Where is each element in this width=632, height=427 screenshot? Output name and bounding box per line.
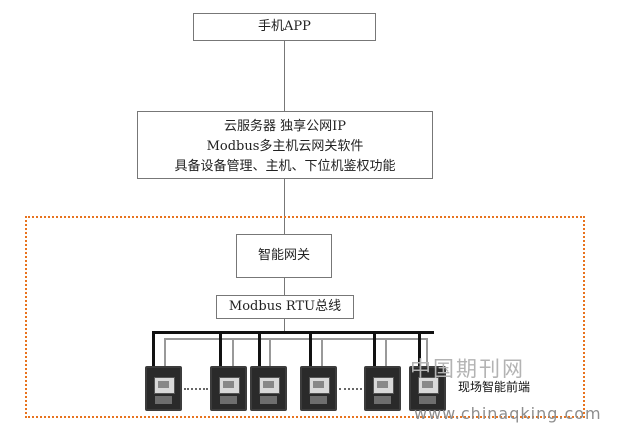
field-device-1 <box>145 366 182 411</box>
app-node: 手机APP <box>193 13 376 41</box>
field-device-4 <box>300 366 337 411</box>
ellipsis-dashes-1 <box>184 388 208 390</box>
watermark-url: www.chinaqking.com <box>414 404 602 423</box>
field-label: 现场智能前端 <box>458 380 531 394</box>
cloud-line-1: 云服务器 独享公网IP <box>223 119 346 134</box>
bus-line-black <box>152 331 434 334</box>
cloud-server-node: 云服务器 独享公网IP Modbus多主机云网关软件 具备设备管理、主机、下位机… <box>137 111 433 179</box>
connector-gateway-bus <box>284 278 285 295</box>
field-device-6 <box>409 366 446 411</box>
watermark-cn: 中国期刊网 <box>410 357 525 381</box>
bus-node-label: Modbus RTU总线 <box>228 299 342 314</box>
field-device-3 <box>250 366 287 411</box>
connector-bus-lines <box>284 319 285 331</box>
bus-line-gray <box>164 338 426 340</box>
cloud-line-3: 具备设备管理、主机、下位机鉴权功能 <box>174 159 396 174</box>
ellipsis-dashes-2 <box>339 388 362 390</box>
connector-app-cloud <box>284 41 285 111</box>
field-device-5 <box>364 366 401 411</box>
bus-node: Modbus RTU总线 <box>216 295 354 319</box>
field-site-frame <box>25 216 585 418</box>
app-node-label: 手机APP <box>258 19 311 34</box>
cloud-line-2: Modbus多主机云网关软件 <box>206 139 364 154</box>
field-device-2 <box>210 366 247 411</box>
connector-cloud-gateway <box>284 179 285 234</box>
gateway-node: 智能网关 <box>236 234 332 278</box>
gateway-node-label: 智能网关 <box>257 248 310 263</box>
